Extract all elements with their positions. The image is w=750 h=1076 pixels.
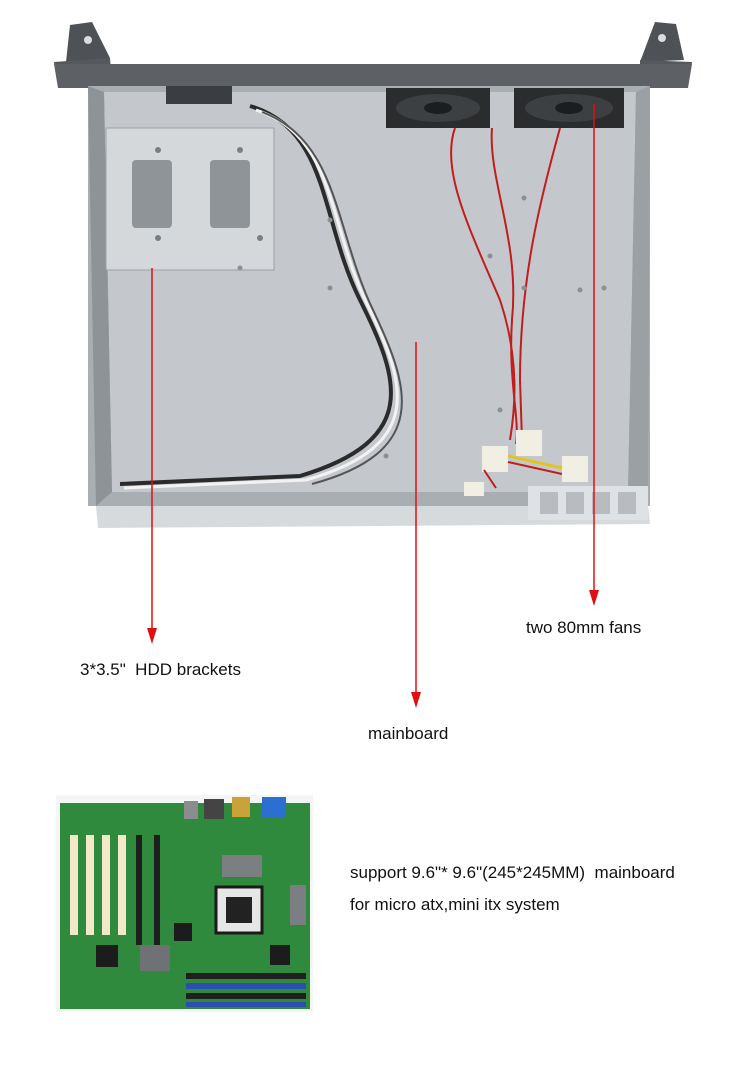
fan-wires: [450, 127, 561, 445]
fan-right: [514, 88, 624, 128]
fan-left: [386, 88, 490, 128]
standoff-holes: [237, 195, 607, 459]
cable-bundle: [119, 104, 403, 490]
molex-connectors: [464, 430, 588, 496]
arrow-hdd: [147, 268, 157, 644]
support-description-line-2: for micro atx,mini itx system: [350, 895, 560, 914]
arrow-mainboard: [411, 342, 421, 708]
mainboard-label: mainboard: [368, 724, 449, 743]
chassis-top-rail: [54, 64, 692, 88]
fans-label: two 80mm fans: [526, 618, 642, 637]
hdd-bracket: [105, 127, 275, 271]
psu-slots: [528, 486, 648, 520]
hdd-bracket-label: 3*3.5" HDD brackets: [80, 660, 241, 679]
arrow-fans: [589, 104, 599, 606]
support-description-line-1: support 9.6"* 9.6"(245*245MM) mainboard: [350, 863, 675, 882]
mainboard-photo: [56, 795, 313, 1012]
front-io-board: [166, 86, 232, 104]
chassis-front-lip: [96, 506, 650, 528]
